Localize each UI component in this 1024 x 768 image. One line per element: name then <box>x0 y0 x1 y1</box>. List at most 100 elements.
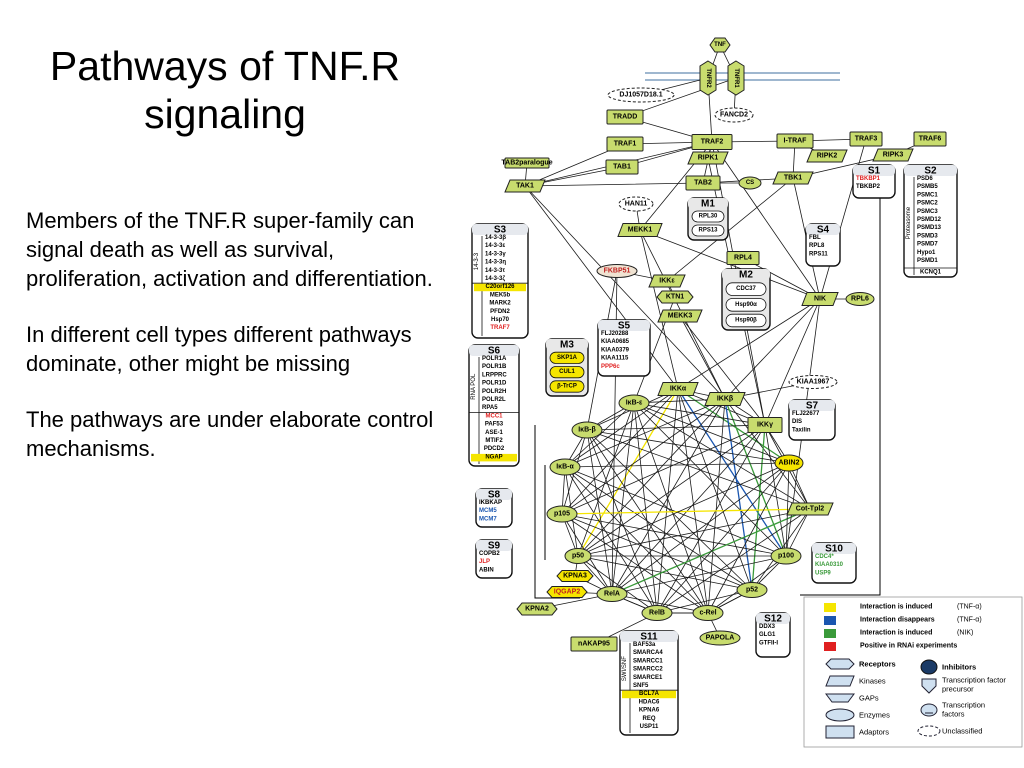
node-ikbb: IκB-β <box>571 421 603 439</box>
node-tbk1: TBK1 <box>772 171 814 185</box>
node-ikkg: IKKγ <box>747 417 783 433</box>
adaptor-shape <box>849 131 883 147</box>
legend-shape-label: precursor <box>942 685 974 694</box>
node-tradd: TRADD <box>606 109 644 125</box>
kinase-shape <box>657 382 699 396</box>
kinase-shape <box>801 292 839 306</box>
adaptor-shape <box>776 133 814 149</box>
receptor-shape <box>546 586 588 598</box>
legend-shape-label: Transcription factor <box>942 676 1006 685</box>
module-item: PSD6 <box>917 176 933 182</box>
module-s2: S2ProteasomePSD6PSMB5PSMC1PSMC2PSMC3PSMD… <box>903 164 958 278</box>
node-label: TBK1 <box>784 175 802 182</box>
node-label: IKKα <box>670 386 687 393</box>
tf-precursor-legend-icon <box>921 678 937 694</box>
module-item: RPL30 <box>699 214 718 220</box>
interaction-edge <box>577 508 811 557</box>
module-item: PSMD7 <box>917 242 938 248</box>
node-nik: NIK <box>801 292 839 306</box>
module-header <box>598 320 650 331</box>
module-item: 14-3-3ζ <box>485 276 505 282</box>
module-title: S12 <box>764 614 782 625</box>
interaction-edge <box>764 298 821 426</box>
module-item: POLR1A <box>482 356 507 362</box>
interaction-edge <box>677 388 787 557</box>
module-item: DIS <box>792 419 802 425</box>
module-item: β-TrCP <box>557 384 577 390</box>
receptor-shape <box>699 60 717 96</box>
interaction-edge <box>656 589 753 614</box>
module-item: PPP6c <box>601 364 620 370</box>
node-label: IκB-α <box>556 464 574 471</box>
module-item: PAF53 <box>485 422 504 428</box>
legend-swatch <box>824 616 836 625</box>
interaction-edge <box>586 429 613 595</box>
node-label: RIPK1 <box>698 155 719 162</box>
module-item: C20orf126 <box>485 284 515 290</box>
module-item: TBKBP2 <box>856 184 881 190</box>
adaptor-shape <box>605 159 639 175</box>
module-item: MTIF2 <box>485 438 503 444</box>
node-label: NIK <box>814 296 826 303</box>
inhibitor-shape <box>546 505 578 523</box>
module-pill <box>691 210 725 223</box>
module-item: SMARCA4 <box>633 650 663 656</box>
node-label: PAPOLA <box>706 635 735 642</box>
node-tab1: TAB1 <box>605 159 639 175</box>
module-item: KIAA0379 <box>601 347 630 353</box>
node-tnfr2: TNFR2 <box>699 60 717 96</box>
module-header <box>806 224 840 235</box>
module-header <box>688 198 728 209</box>
inhibitor-legend-icon <box>920 659 938 675</box>
module-item: CDC37 <box>736 286 756 292</box>
interaction-edge <box>785 462 790 557</box>
tf-shape <box>641 605 673 621</box>
module-pill <box>691 224 725 237</box>
node-label: HAN11 <box>625 201 648 208</box>
adaptor-shape <box>606 136 644 152</box>
node-tak1: TAK1 <box>504 179 546 193</box>
legend-shape-label: Enzymes <box>859 711 890 720</box>
module-item: PSMC3 <box>917 209 938 215</box>
legend-shape-label: Unclassified <box>942 727 982 736</box>
receptor-legend-icon <box>825 658 855 670</box>
kinase-shape <box>872 148 914 162</box>
node-mekk3: MEKK3 <box>657 309 703 323</box>
module-footer: KCNQ1 <box>920 270 942 276</box>
module-header <box>789 400 835 411</box>
node-label: p100 <box>778 553 794 560</box>
module-item: FBL <box>809 235 821 241</box>
node-label: FANCD2 <box>720 112 748 119</box>
module-side-label: 14-3-3 <box>474 252 480 270</box>
interaction-edge <box>586 429 811 510</box>
module-item: PSMC1 <box>917 192 938 198</box>
node-nakap95: nAKAP95 <box>570 636 618 652</box>
interaction-edge <box>611 593 709 614</box>
interaction-edge <box>524 185 726 400</box>
module-item: RPL8 <box>809 243 825 249</box>
interaction-edge <box>561 513 787 557</box>
module-item: MEK5b <box>490 292 511 298</box>
receptor-shape <box>556 570 594 582</box>
module-item: MCC1 <box>485 413 503 419</box>
node-label: RIPK3 <box>883 152 904 159</box>
legend-color-note: (TNF-α) <box>957 617 982 624</box>
module-header <box>469 345 519 356</box>
legend-shape-label: Adaptors <box>859 728 889 737</box>
module-item: IKBKAP <box>479 500 502 506</box>
interaction-edge <box>577 424 766 557</box>
module-item: POLR1B <box>482 364 507 370</box>
module-item: NGAP <box>485 454 502 460</box>
node-label: p105 <box>554 511 570 518</box>
module-item: MCM7 <box>479 516 497 522</box>
legend-shape-label: Kinases <box>859 677 886 686</box>
interaction-edge <box>577 388 679 557</box>
receptor-shape <box>656 290 694 304</box>
kinase-shape <box>648 274 686 288</box>
module-item: Taxilin <box>792 427 811 433</box>
kinase-shape <box>704 392 746 406</box>
legend-color-label: Interaction disappears <box>860 617 935 624</box>
module-title: S5 <box>618 321 631 332</box>
node-label: TRAF3 <box>855 136 878 143</box>
unclassified-shape <box>788 375 838 389</box>
